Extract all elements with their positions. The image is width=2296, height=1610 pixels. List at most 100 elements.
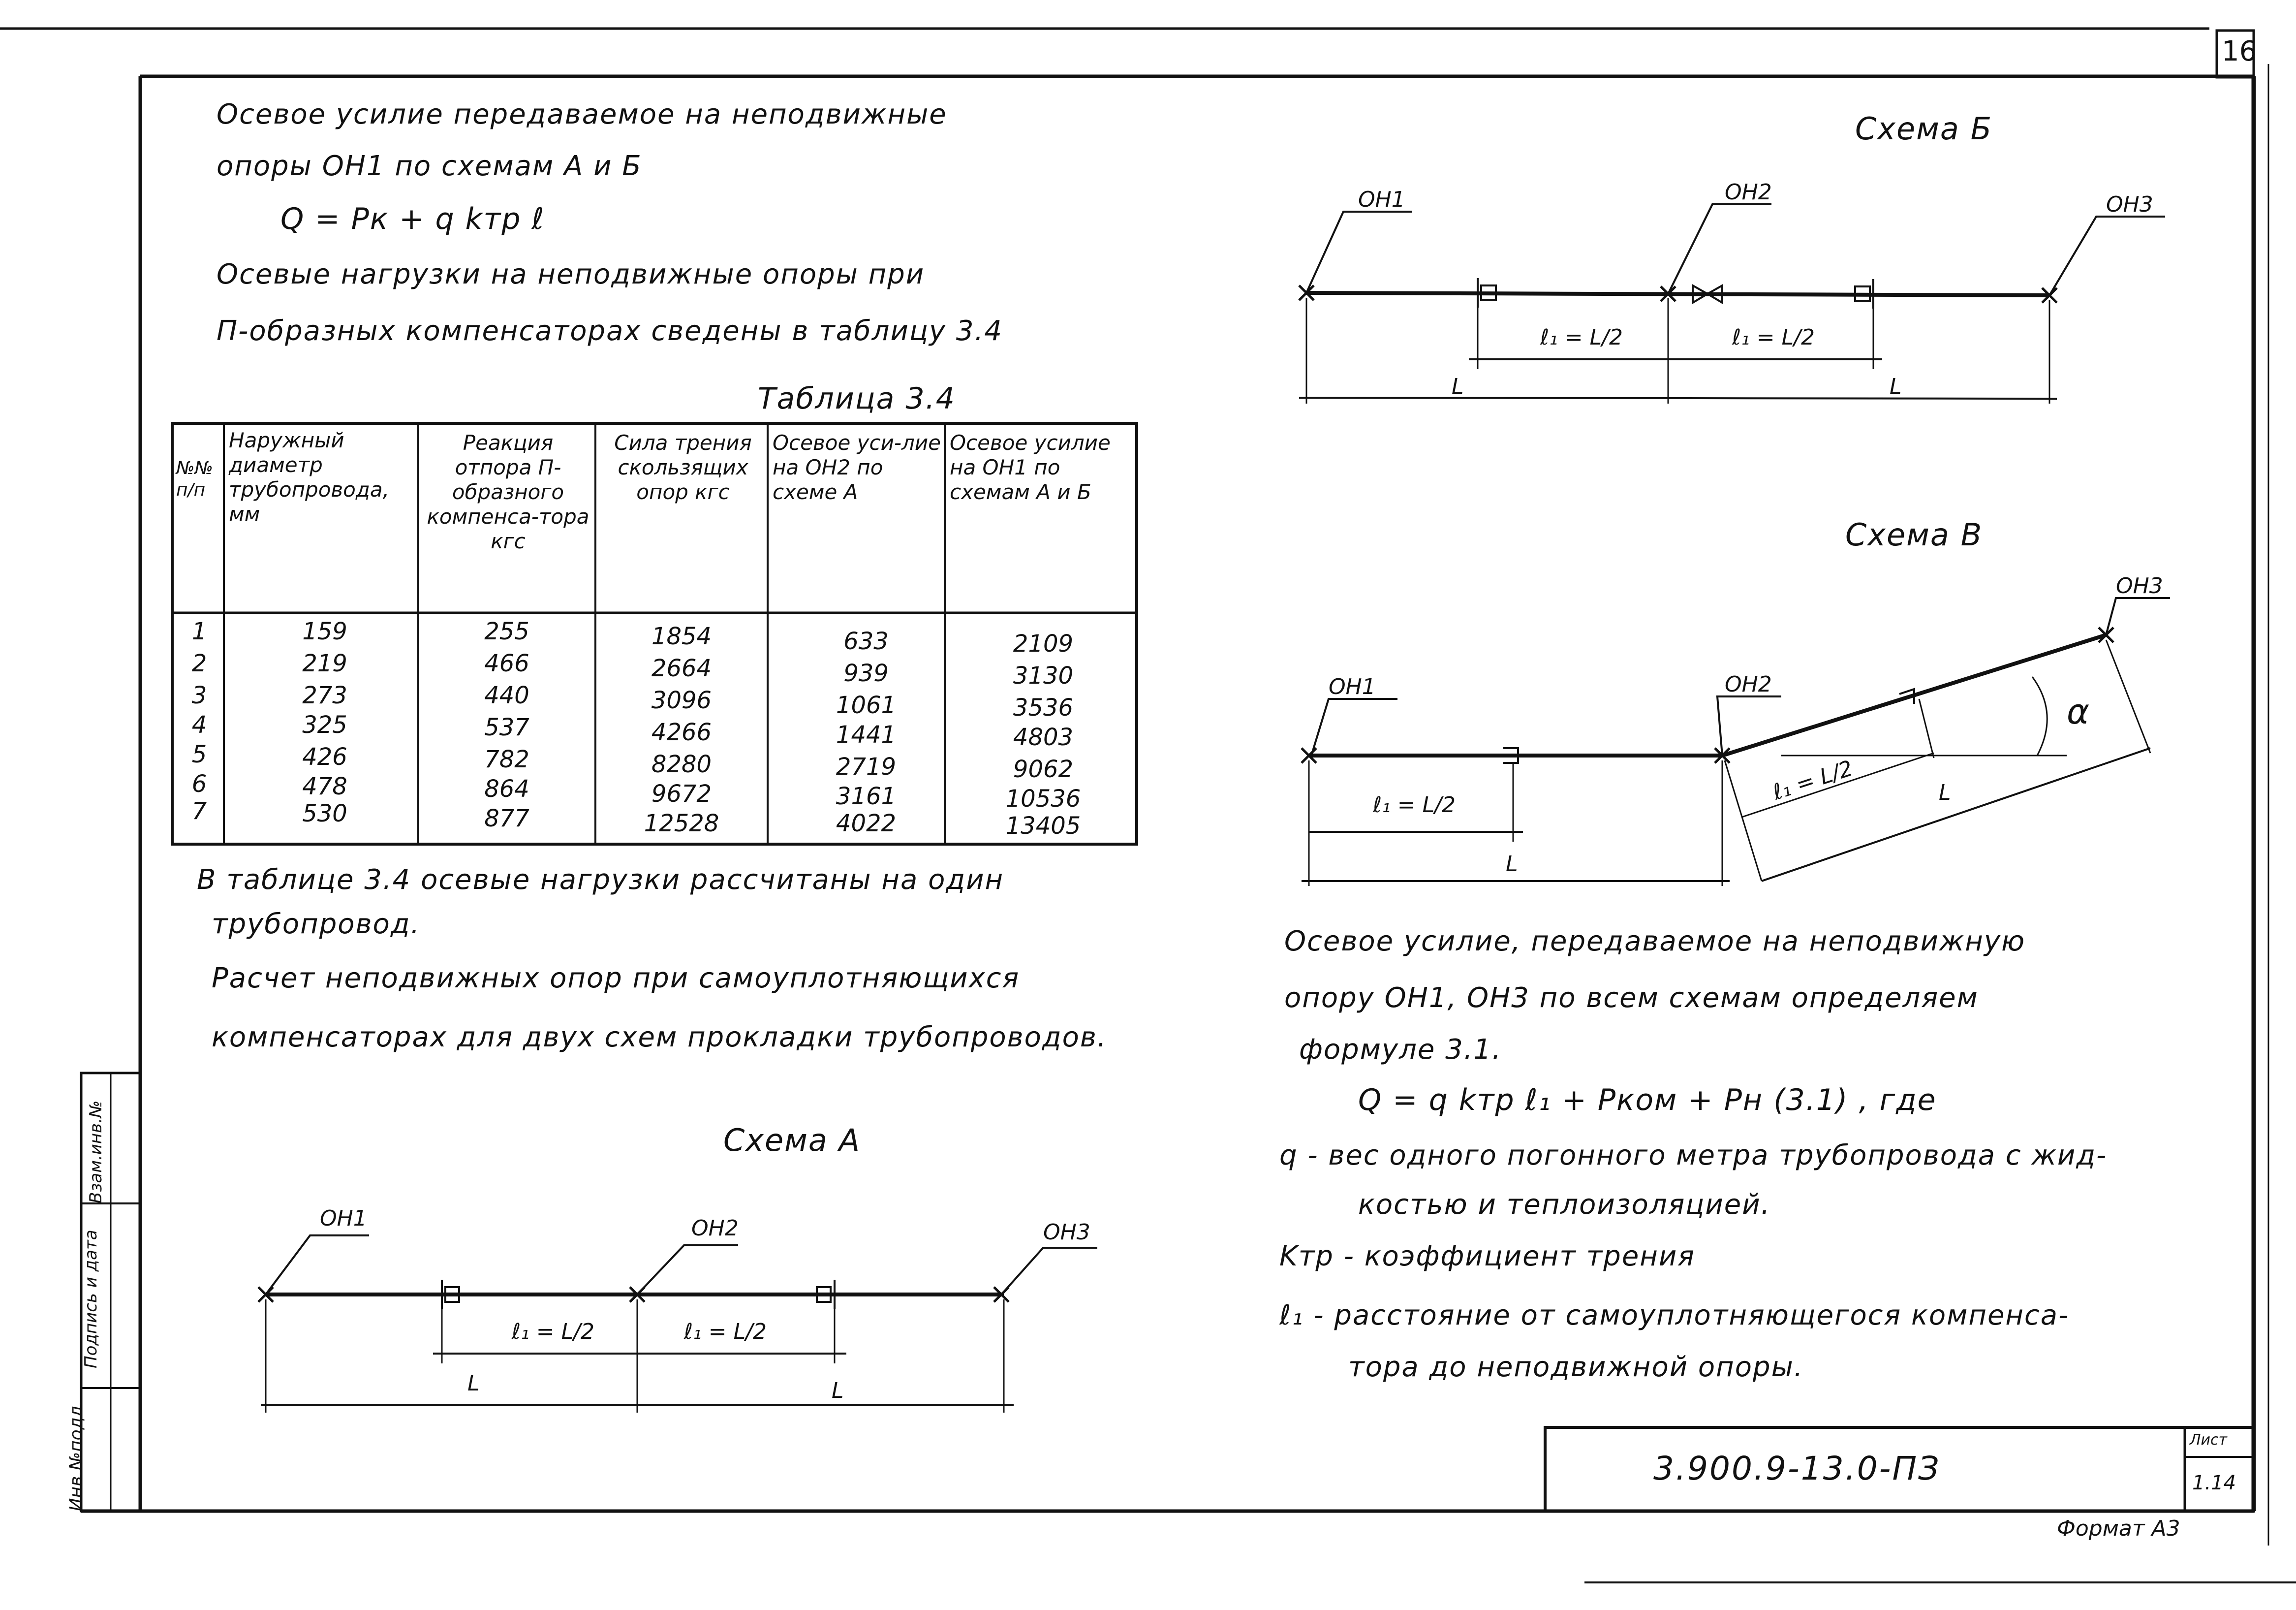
side-stamp-inv: Инв.№подл. [66,1400,87,1512]
table-header-force-on2: Осевое уси-лие на ОН2 по схеме А [773,431,941,504]
sheet-number: 16 [2222,35,2257,67]
table-cell: 4022 [836,810,897,837]
formula-q: Q = Pк + q kтр ℓ [280,202,545,236]
scheme-a-on2: ОН2 [691,1216,739,1241]
table-cell: 159 [302,618,347,645]
table-cell: 1061 [836,692,897,719]
table-cell: 877 [484,805,529,832]
desc-l1: ℓ₁ - расстояние от самоуплотняющегося ко… [1279,1299,2070,1331]
table-cell: 939 [843,660,889,687]
scheme-b-on2: ОН2 [1725,180,1772,205]
text-after-1: В таблице 3.4 осевые нагрузки рассчитаны… [197,864,1004,896]
scheme-b-l1-right: ℓ₁ = L/2 [1732,325,1815,350]
scheme-a-on1: ОН1 [320,1206,367,1231]
table-cell: 478 [302,773,347,800]
text-after-3: Расчет неподвижных опор при самоуплотняю… [212,962,1020,994]
scheme-a-l1-left: ℓ₁ = L/2 [512,1319,594,1344]
table-cell: 3096 [651,687,712,714]
text-after-4: компенсаторах для двух схем прокладки тр… [212,1021,1107,1053]
desc-q-cont: костью и теплоизоляцией. [1358,1189,1771,1221]
text-line-1: Осевое усилие передаваемое на неподвижны… [217,98,947,130]
table-cell: 1854 [651,623,712,650]
format-label: Формат А3 [2057,1516,2180,1541]
table-cell: 782 [484,746,529,773]
table-cell: 4 [191,711,207,739]
scheme-v-on1: ОН1 [1329,674,1376,699]
table-cell: 3536 [1013,694,1074,722]
table-cell: 12528 [644,810,719,837]
table-cell: 9062 [1013,756,1074,783]
table-cell: 4803 [1013,724,1074,751]
table-cell: 440 [484,682,529,709]
scheme-a-title: Схема А [723,1122,861,1158]
scheme-v-l-bottom: L [1506,852,1518,877]
desc-ktr: Kтр - коэффициент трения [1279,1240,1695,1272]
right-text-1: Осевое усилие, передаваемое на неподвижн… [1284,925,2026,957]
table-cell: 2 [191,650,207,677]
table-cell: 3130 [1013,662,1074,690]
table-header-reaction: Реакция отпора П-образного компенса-тора… [427,431,590,553]
right-text-2: опору ОН1, ОН3 по всем схемам определяем [1284,982,1979,1014]
table-cell: 2109 [1013,630,1074,658]
table-cell: 466 [484,650,529,677]
text-line-3: Осевые нагрузки на неподвижные опоры при [217,258,925,290]
scheme-b-l-right: L [1890,374,1902,399]
scheme-a-l1-right: ℓ₁ = L/2 [684,1319,767,1344]
right-text-3: формуле 3.1. [1299,1034,1502,1066]
table-cell: 864 [484,775,529,803]
table-cell: 1 [191,618,207,645]
side-stamp-replace: Взам.инв.№ [86,1100,106,1203]
table-cell: 2719 [836,753,897,781]
table-cell: 2664 [651,655,712,682]
scheme-v-on2: ОН2 [1725,672,1772,697]
table-cell: 9672 [651,780,712,808]
scheme-v-title: Схема В [1845,517,1983,553]
table-cell: 325 [302,711,347,739]
desc-q: q - вес одного погонного метра трубопров… [1279,1139,2108,1171]
table-cell: 255 [484,618,529,645]
scheme-v-l1-left: ℓ₁ = L/2 [1373,792,1456,818]
table-header-force-on1: Осевое усилие на ОН1 по схемам А и Б [950,431,1111,504]
side-stamp-sign: Подпись и дата [81,1230,101,1368]
text-line-4: П-образных компенсаторах сведены в табли… [217,315,1003,347]
table-cell: 7 [191,797,207,825]
document-code: 3.900.9-13.0-ПЗ [1653,1450,1941,1487]
scheme-b-on3: ОН3 [2106,192,2153,217]
scheme-a-on3: ОН3 [1043,1220,1090,1245]
table-header-friction: Сила трения скользящих опор кгс [614,431,752,504]
table-cell: 537 [484,714,529,741]
table-cell: 1441 [836,721,897,749]
table-cell: 273 [302,682,347,709]
table-cell: 3161 [836,783,897,810]
text-line-2: опоры ОН1 по схемам А и Б [217,150,642,182]
table-cell: 8280 [651,751,712,778]
scheme-b-on1: ОН1 [1358,187,1405,212]
sheet-list-label: Лист [2190,1431,2228,1449]
scheme-v-alpha: α [2067,692,2090,732]
table-header-diameter: Наружный диаметр трубопровода, мм [229,428,389,526]
table-cell: 13405 [1005,812,1081,840]
formula-3-1: Q = q kтр ℓ₁ + Pком + Pн (3.1) , где [1358,1083,1937,1117]
table-header-num: №№ п/п [176,458,213,500]
table-cell: 633 [843,628,889,655]
table-caption: Таблица 3.4 [758,381,956,416]
scheme-b-title: Схема Б [1855,111,1993,147]
table-cell: 5 [191,741,207,768]
desc-l1-cont: тора до неподвижной опоры. [1348,1351,1804,1383]
scheme-v-l-slanted: L [1939,780,1951,805]
scheme-a-l-right: L [832,1378,844,1403]
scheme-b-l-left: L [1452,374,1464,399]
scheme-a-l-left: L [467,1371,480,1396]
table-cell: 426 [302,743,347,771]
table-cell: 530 [302,800,347,827]
scheme-v-on3: ОН3 [2116,573,2163,599]
table-cell: 4266 [651,719,712,746]
table-cell: 10536 [1005,785,1081,813]
table-cell: 6 [191,770,207,798]
